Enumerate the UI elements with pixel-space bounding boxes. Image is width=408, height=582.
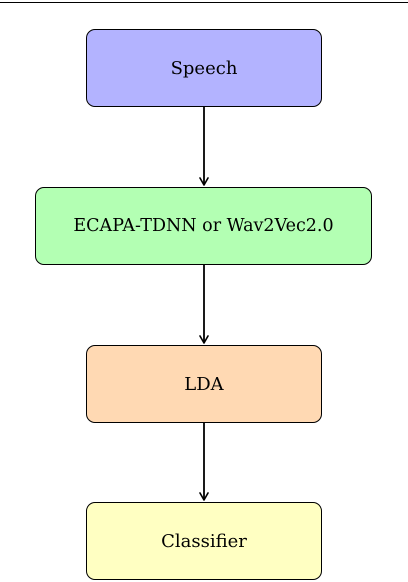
node-speech: Speech [86,29,322,107]
node-classifier-label: Classifier [161,530,247,552]
node-encoder-label: ECAPA-TDNN or Wav2Vec2.0 [73,216,334,236]
top-rule [0,2,408,3]
node-speech-label: Speech [170,57,238,79]
node-encoder: ECAPA-TDNN or Wav2Vec2.0 [35,187,372,265]
node-lda: LDA [86,345,322,423]
node-lda-label: LDA [184,373,224,395]
node-classifier: Classifier [86,502,322,580]
